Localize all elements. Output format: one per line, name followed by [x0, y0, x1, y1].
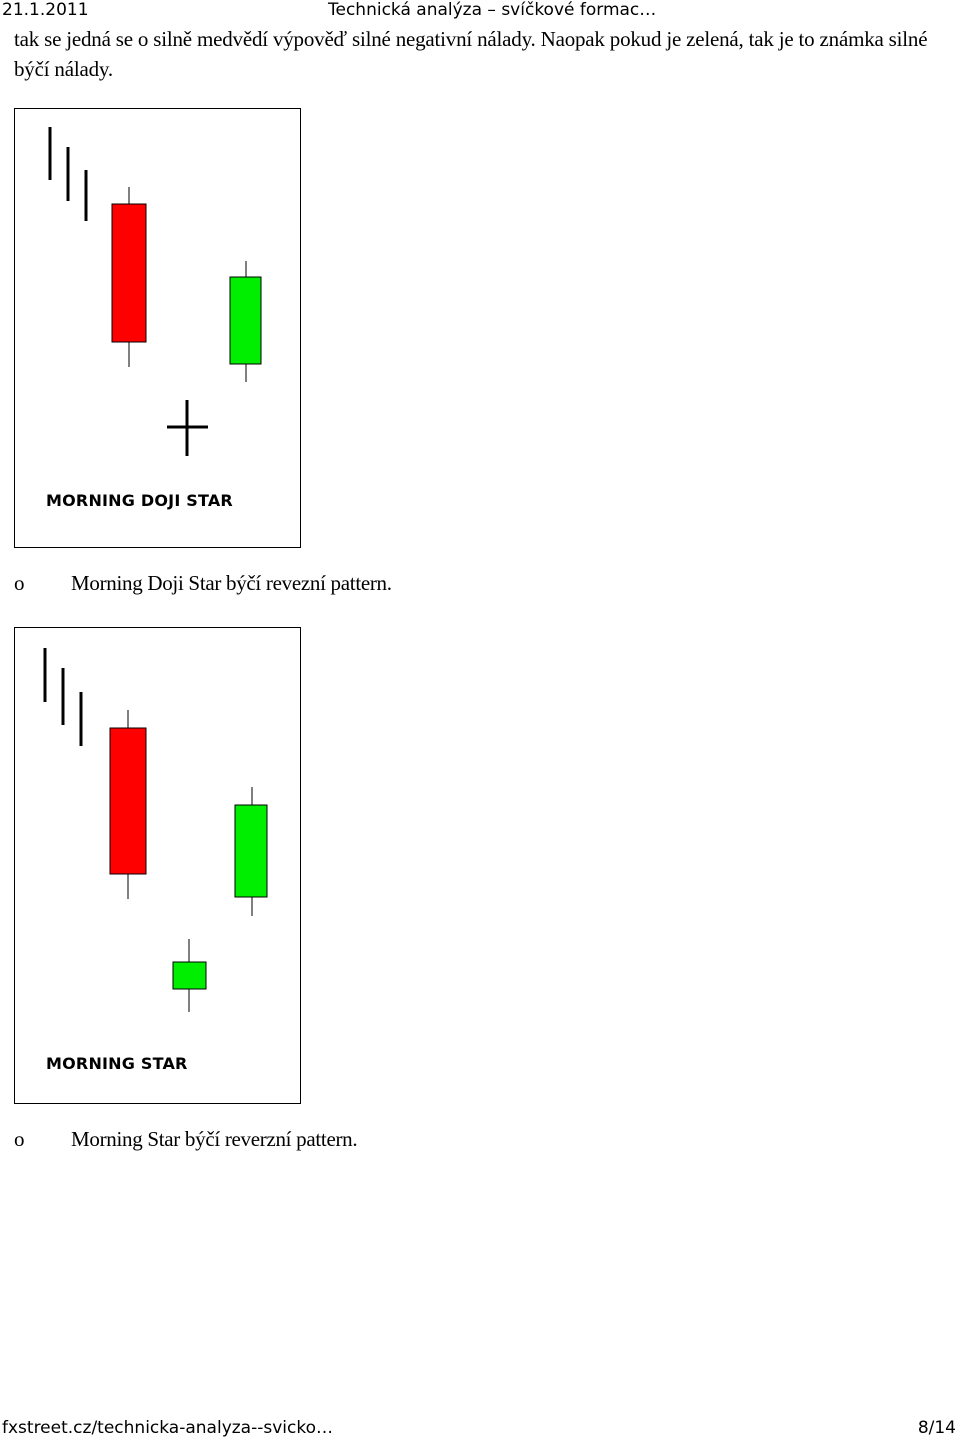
- header-date: 21.1.2011: [2, 0, 89, 20]
- morning-star-figure: MORNING STAR: [14, 627, 301, 1104]
- page-header: 21.1.2011 Technická analýza – svíčkové f…: [0, 0, 960, 22]
- morning-doji-star-diagram: MORNING DOJI STAR: [46, 127, 262, 510]
- page-number: 8/14: [917, 1418, 956, 1438]
- footer-url: fxstreet.cz/technicka-analyza--svicko…: [2, 1418, 333, 1438]
- morning-doji-star-figure: MORNING DOJI STAR: [14, 108, 301, 548]
- figure-label: MORNING DOJI STAR: [46, 491, 233, 510]
- bullet-marker: o: [14, 571, 25, 595]
- green-candle-body: [229, 276, 262, 365]
- bullet-marker: o: [14, 1127, 25, 1151]
- caption-text: Morning Doji Star býčí revezní pattern.: [71, 571, 392, 595]
- caption-text: Morning Star býčí reverzní pattern.: [71, 1127, 358, 1151]
- header-title: Technická analýza – svíčkové formac…: [328, 0, 657, 20]
- star-candle-body: [172, 961, 207, 990]
- morning-star-diagram: MORNING STAR: [43, 648, 268, 1073]
- green-candle-body: [234, 804, 268, 898]
- figure-label: MORNING STAR: [46, 1054, 188, 1073]
- intro-paragraph: tak se jedná se o silně medvědí výpověď …: [14, 27, 928, 81]
- page-footer: fxstreet.cz/technicka-analyza--svicko… 8…: [0, 1418, 960, 1440]
- red-candle-body: [109, 727, 147, 875]
- red-candle-body: [111, 203, 147, 343]
